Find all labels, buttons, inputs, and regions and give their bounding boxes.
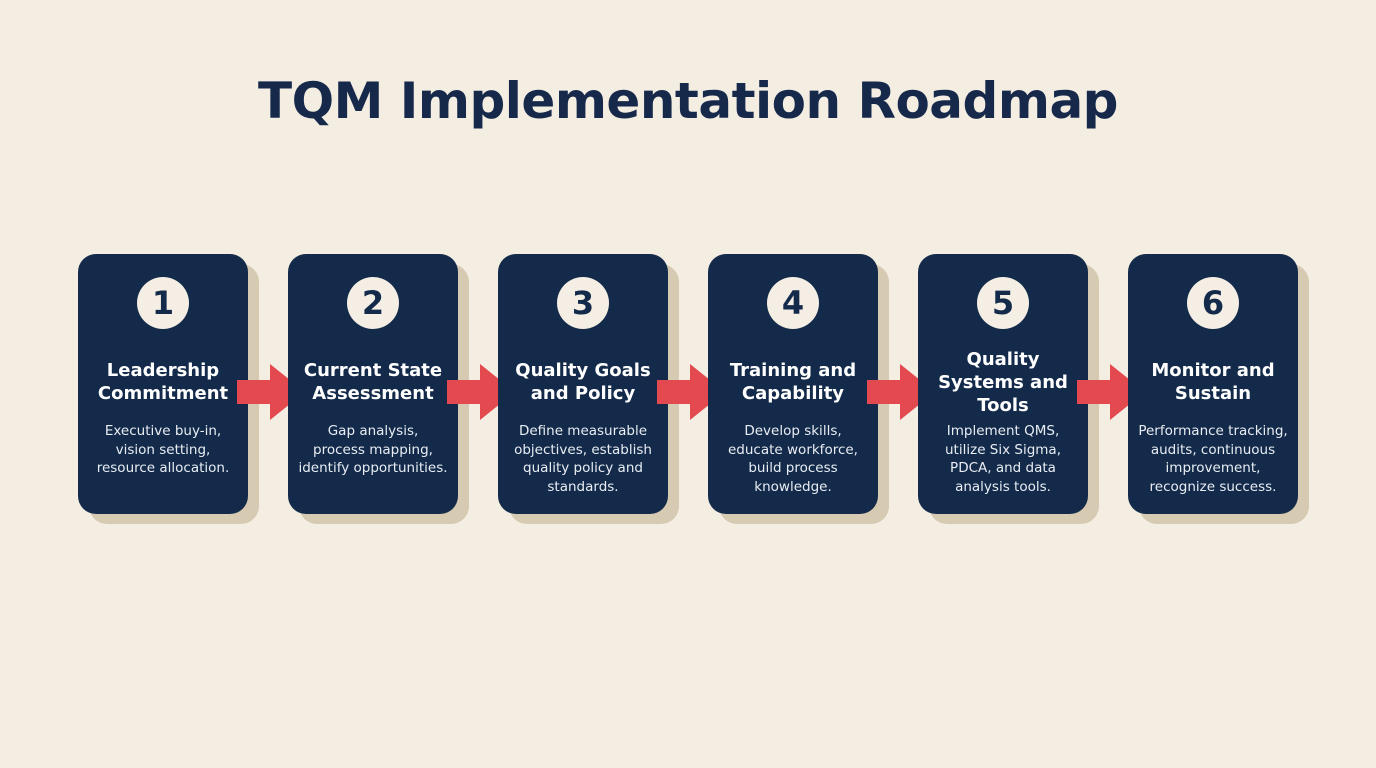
- step-description-line: Develop skills,: [744, 423, 842, 439]
- step-description-line: analysis tools.: [955, 478, 1051, 495]
- step-title-line: Capability: [741, 383, 845, 404]
- step-description-line: resource allocation.: [96, 460, 230, 476]
- step-title-line: Training and: [729, 360, 857, 381]
- step-number-badge: 6: [1187, 277, 1239, 329]
- step-description-line: identify opportunities.: [298, 460, 448, 476]
- step-description-line: recognize success.: [1149, 478, 1277, 495]
- step-description: Executive buy-in, vision setting, resource…: [82, 422, 244, 478]
- step-title-line: Tools: [977, 394, 1029, 416]
- step-description-line: Performance tracking,: [1138, 423, 1288, 439]
- step-description-line: PDCA, and data: [950, 460, 1056, 476]
- step-description-line: Implement QMS,: [946, 423, 1060, 439]
- step-number-badge: 4: [767, 277, 819, 329]
- arrow-shape: [237, 364, 305, 420]
- step-description-line: Executive buy-in,: [104, 423, 222, 439]
- step-description-line: process mapping,: [313, 441, 433, 458]
- step-description: Develop skills, educate workforce, build p…: [712, 422, 874, 496]
- step-description: Performance tracking, audits, continuous i…: [1132, 422, 1294, 496]
- step-description-line: Define measurable: [518, 423, 648, 439]
- step-description: Implement QMS, utilize Six Sigma, PDCA, an…: [922, 422, 1084, 496]
- step-title-line: Monitor and: [1151, 360, 1275, 381]
- step-description-line: build process: [748, 460, 838, 476]
- flow-arrow-icon: [447, 364, 515, 420]
- flow-arrow-icon: [1077, 364, 1145, 420]
- arrow-shape: [447, 364, 515, 420]
- step-title-line: Sustain: [1174, 383, 1252, 404]
- step-number-badge: 1: [137, 277, 189, 329]
- step-description-line: improvement,: [1165, 460, 1261, 476]
- step-description-line: utilize Six Sigma,: [945, 441, 1061, 458]
- step-title-line: Systems and: [938, 371, 1068, 393]
- step-description-line: standards.: [547, 478, 619, 495]
- step-title-line: Quality: [966, 348, 1040, 370]
- step-description: Define measurable objectives, establish qu…: [502, 422, 664, 496]
- step-description-line: educate workforce,: [728, 441, 858, 458]
- step-description: Gap analysis, process mapping, identify op…: [292, 422, 454, 478]
- step-number-badge: 3: [557, 277, 609, 329]
- step-title-line: Assessment: [312, 383, 434, 404]
- step-title-line: Current State: [303, 360, 443, 381]
- step-description-line: knowledge.: [754, 478, 832, 495]
- step-number-badge: 2: [347, 277, 399, 329]
- flow-arrow-icon: [867, 364, 935, 420]
- flow-arrow-icon: [237, 364, 305, 420]
- step-title-line: Quality Goals: [515, 360, 651, 381]
- step-title-line: Leadership: [106, 360, 220, 381]
- step-title-line: Commitment: [97, 383, 229, 404]
- page-title: TQM Implementation Roadmap: [258, 72, 1118, 130]
- step-number-badge: 5: [977, 277, 1029, 329]
- step-description-line: vision setting,: [115, 441, 211, 458]
- step-title-line: and Policy: [530, 383, 636, 404]
- flow-arrow-icon: [657, 364, 725, 420]
- arrow-shape: [657, 364, 725, 420]
- arrow-shape: [1077, 364, 1145, 420]
- arrow-shape: [867, 364, 935, 420]
- step-description-line: objectives, establish: [514, 441, 652, 458]
- step-description-line: quality policy and: [523, 460, 643, 476]
- step-description-line: Gap analysis,: [327, 423, 419, 439]
- step-description-line: audits, continuous: [1150, 441, 1276, 458]
